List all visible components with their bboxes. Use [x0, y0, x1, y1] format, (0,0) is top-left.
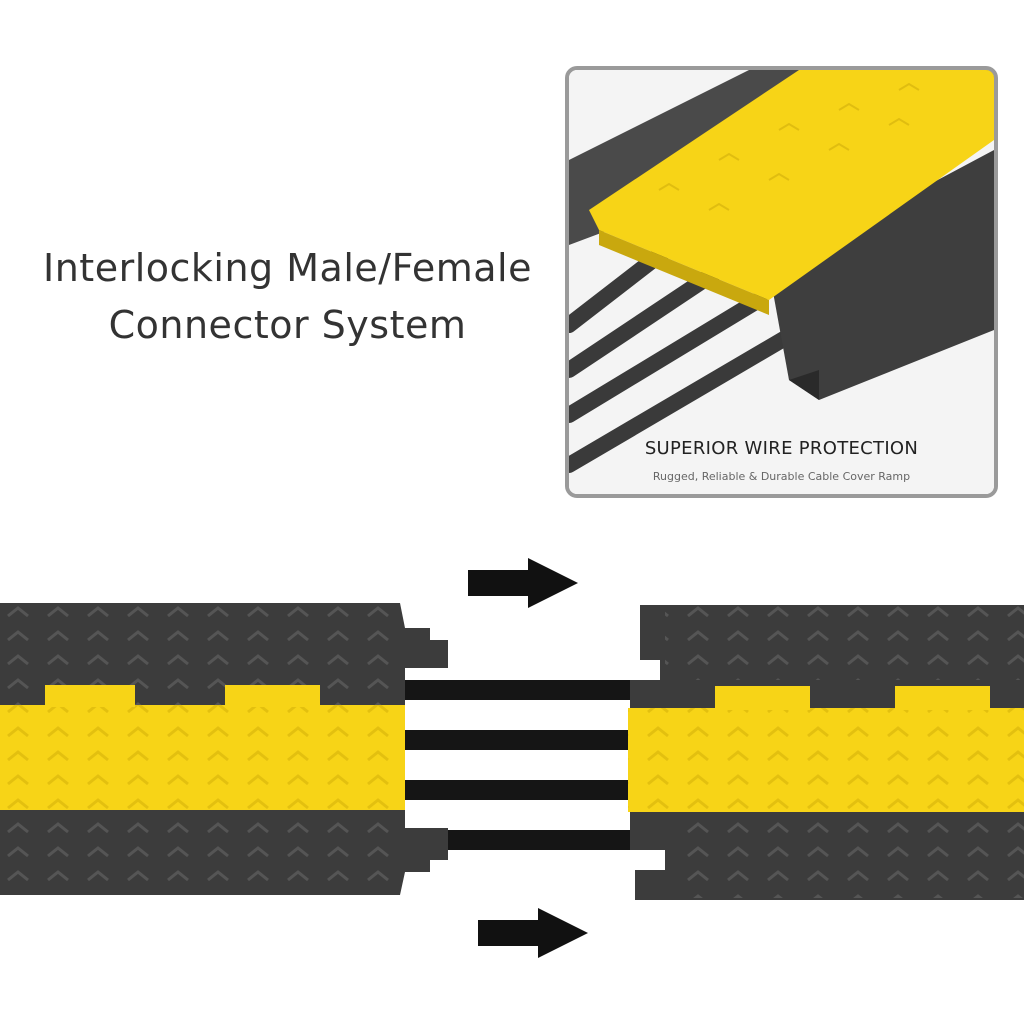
arrow-right-icon — [478, 908, 588, 958]
inset-photo: SUPERIOR WIRE PROTECTION Rugged, Reliabl… — [565, 66, 998, 498]
left-ramp-section — [0, 603, 448, 895]
headline-line-1: Interlocking Male/Female — [43, 246, 532, 290]
headline-line-2: Connector System — [108, 303, 467, 347]
connector-diagram — [0, 558, 1024, 958]
headline: Interlocking Male/Female Connector Syste… — [0, 240, 575, 354]
inset-title: SUPERIOR WIRE PROTECTION — [644, 438, 919, 459]
inset-subtitle: Rugged, Reliable & Durable Cable Cover R… — [652, 470, 911, 483]
arrow-right-icon — [468, 558, 578, 608]
right-ramp-section — [628, 605, 1024, 900]
cables — [395, 680, 640, 850]
cable-ramp-closeup-image — [569, 70, 994, 494]
